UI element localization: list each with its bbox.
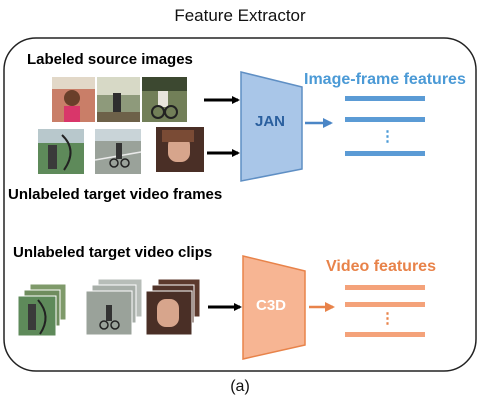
video-clip-stack-2 (85, 278, 143, 336)
c3d-label: C3D (256, 297, 287, 314)
target-frame-2 (94, 129, 142, 174)
target-frames-label: Unlabeled target video frames (8, 186, 223, 203)
source-image-2 (97, 77, 140, 122)
target-frame-1 (38, 129, 84, 174)
source-image-3 (142, 77, 187, 122)
video-clip-stack-1 (17, 283, 67, 337)
image-feature-bar (345, 117, 425, 122)
video-features-ellipsis: ⋮ (380, 310, 395, 327)
jan-label: JAN (255, 113, 286, 130)
video-feature-bar (345, 332, 425, 337)
video-feature-bar (345, 285, 425, 290)
figure-caption: (a) (230, 378, 250, 395)
image-feature-bar (345, 151, 425, 156)
target-clips-label: Unlabeled target video clips (13, 244, 213, 261)
jan-block (240, 71, 303, 182)
source-image-1 (52, 77, 95, 122)
target-frame-3 (156, 127, 204, 172)
figure-title: Feature Extractor (174, 6, 306, 25)
image-features-ellipsis: ⋮ (380, 128, 395, 145)
image-frame-features-label: Image-frame features (304, 71, 466, 88)
source-images-label: Labeled source images (27, 51, 193, 68)
video-features-label: Video features (326, 258, 436, 275)
extractor-frame (3, 37, 477, 372)
video-feature-bar (345, 302, 425, 307)
image-feature-bar (345, 96, 425, 101)
c3d-block (242, 255, 306, 360)
video-clip-stack-3 (145, 278, 201, 336)
